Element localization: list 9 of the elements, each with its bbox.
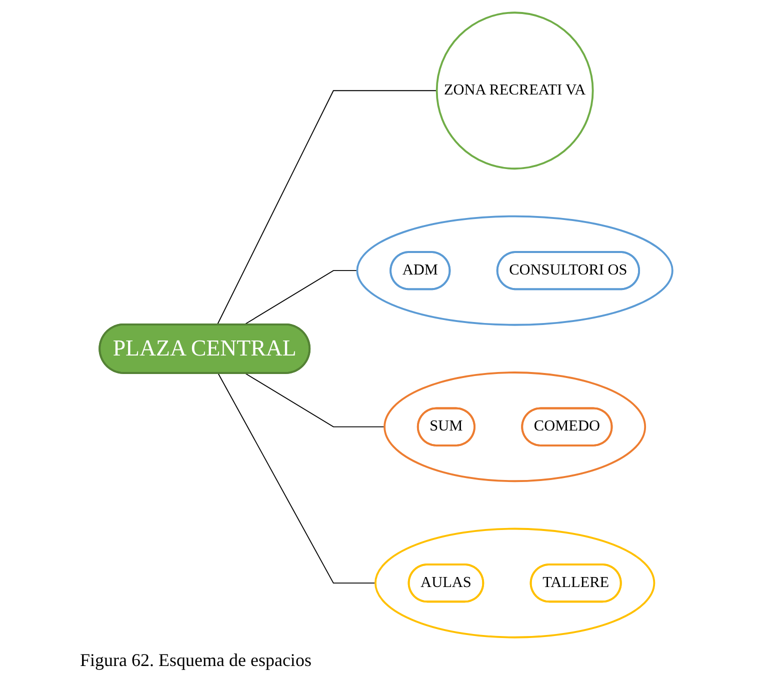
connector: [218, 372, 376, 584]
figure-caption: Figura 62. Esquema de espacios: [79, 650, 312, 671]
cluster: [384, 372, 647, 482]
cluster: [356, 215, 674, 326]
cluster: [374, 528, 656, 638]
connector: [244, 372, 386, 428]
connector: [217, 90, 438, 326]
connector: [244, 270, 358, 325]
node-circle: ZONA RECREATI VA: [436, 12, 594, 170]
